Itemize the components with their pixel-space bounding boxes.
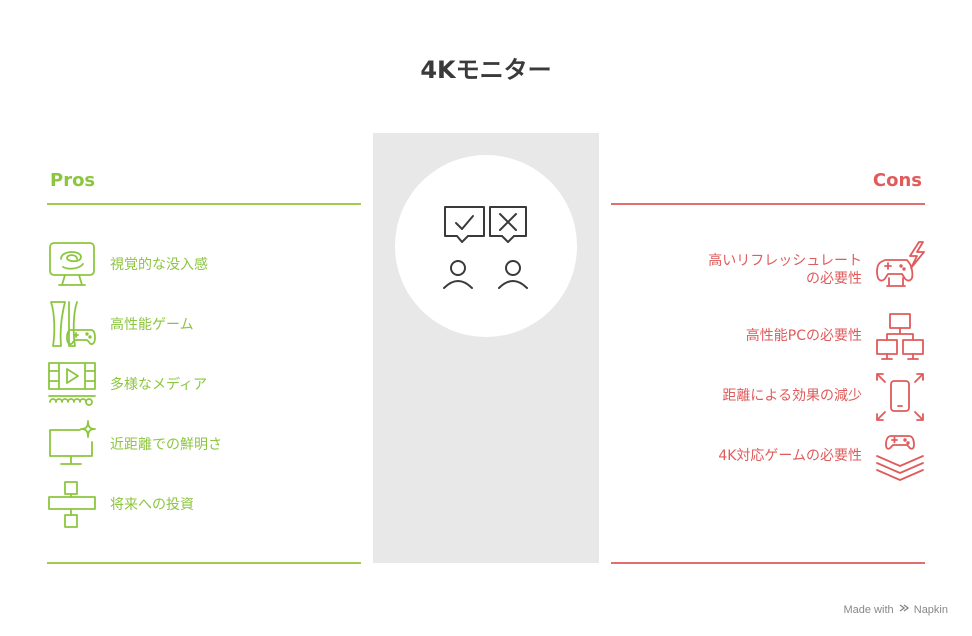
pc-network-icon	[876, 313, 924, 360]
pros-item-investment: 将来への投資	[47, 480, 347, 528]
pros-item-media: 多様なメディア	[47, 360, 347, 408]
cons-item-label: 高性能PCの必要性	[745, 328, 862, 344]
cons-item-distance: 距離による効果の減少	[625, 372, 925, 422]
pros-item-gaming: 高性能ゲーム	[47, 300, 347, 348]
phone-expand-icon	[876, 373, 924, 421]
pros-item-clarity: 近距離での鮮明さ	[47, 420, 347, 468]
cons-item-high-performance-pc: 高性能PCの必要性	[625, 312, 925, 362]
cons-item-label: 4K対応ゲームの必要性	[718, 448, 862, 464]
approve-reject-people-icon	[443, 206, 528, 289]
page-title: 4Kモニター	[420, 56, 552, 84]
pros-item-label: 将来への投資	[110, 497, 194, 513]
pros-item-label: 視覚的な没入感	[110, 257, 208, 273]
pros-item-immersion: 視覚的な没入感	[47, 240, 347, 288]
cons-top-divider	[611, 203, 925, 205]
investment-blocks-icon	[48, 481, 96, 528]
napkin-logo-icon	[899, 604, 909, 612]
footer-brand: Napkin	[913, 604, 948, 616]
gamepad-layers-icon	[876, 435, 924, 481]
cons-item-label: 距離による効果の減少	[722, 388, 862, 404]
cons-bottom-divider	[611, 562, 925, 564]
cons-heading: Cons	[872, 170, 922, 191]
gaming-lightning-icon	[876, 241, 925, 287]
console-gamepad-icon	[50, 301, 96, 347]
cons-item-refresh-rate: 高いリフレッシュレート の必要性	[625, 240, 925, 290]
pros-heading: Pros	[50, 170, 96, 191]
pros-item-label: 多様なメディア	[110, 377, 208, 393]
pros-bottom-divider	[47, 562, 361, 564]
pros-item-label: 近距離での鮮明さ	[110, 437, 222, 453]
cons-item-label: 高いリフレッシュレート の必要性	[708, 253, 862, 287]
pros-item-label: 高性能ゲーム	[110, 317, 194, 333]
pros-top-divider	[47, 203, 361, 205]
center-circle	[395, 155, 577, 337]
immersive-display-icon	[49, 242, 95, 286]
footer-prefix: Made with	[843, 604, 894, 616]
cons-item-4k-games: 4K対応ゲームの必要性	[625, 432, 925, 482]
footer-attribution: Made with Napkin	[843, 603, 948, 616]
media-film-icon	[48, 362, 96, 406]
sparkling-monitor-icon	[49, 420, 96, 465]
